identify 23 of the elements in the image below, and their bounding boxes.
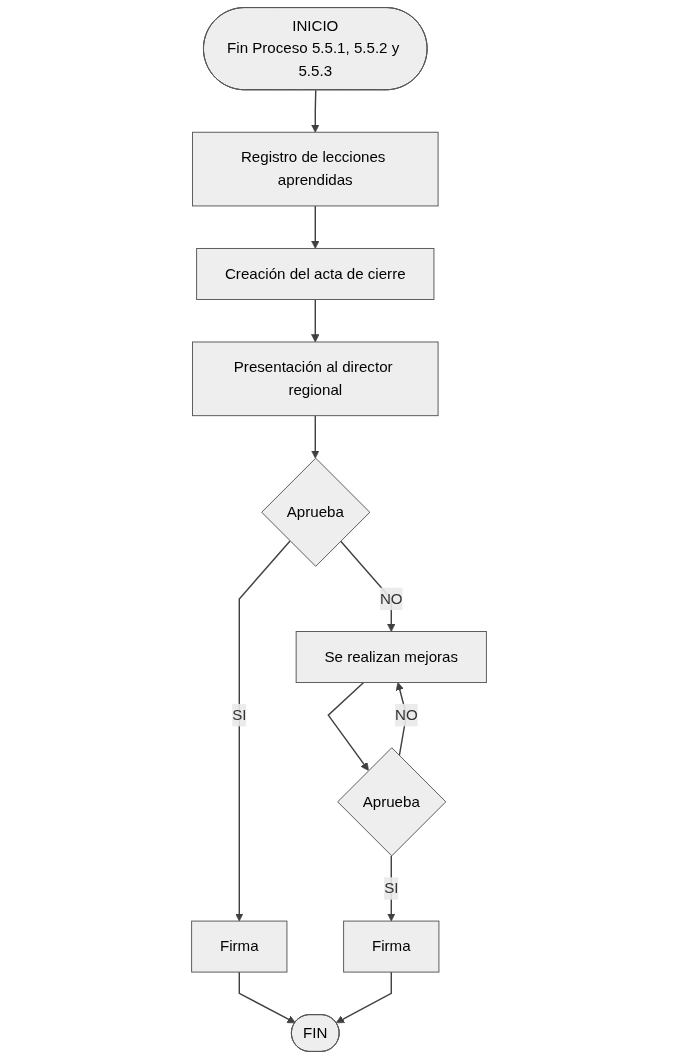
arrow xyxy=(311,89,320,133)
arrow xyxy=(340,540,396,632)
edge-label: NO xyxy=(380,590,404,607)
arrow xyxy=(396,682,408,757)
arrow xyxy=(336,971,393,1024)
arrow xyxy=(327,681,370,771)
arrow xyxy=(239,971,297,1024)
edge-label: SI xyxy=(384,879,399,897)
node-diamond: Aprueba xyxy=(261,457,371,567)
arrow xyxy=(387,855,396,922)
arrow xyxy=(235,540,292,922)
node-box: Se realizan mejoras xyxy=(296,631,488,683)
node-box: Firma xyxy=(191,920,288,973)
node-box: Firma xyxy=(343,920,440,973)
arrow xyxy=(311,414,320,459)
edge-label: SI xyxy=(232,706,247,723)
node-box: Presentación al director regional xyxy=(192,341,440,417)
node-diamond: Aprueba xyxy=(337,747,447,857)
edge-label: NO xyxy=(395,706,419,723)
arrow xyxy=(311,298,320,343)
node-box: Registro de lecciones aprendidas xyxy=(192,131,440,207)
node-box: Creación del acta de cierre xyxy=(196,248,435,300)
arrow xyxy=(311,205,320,249)
